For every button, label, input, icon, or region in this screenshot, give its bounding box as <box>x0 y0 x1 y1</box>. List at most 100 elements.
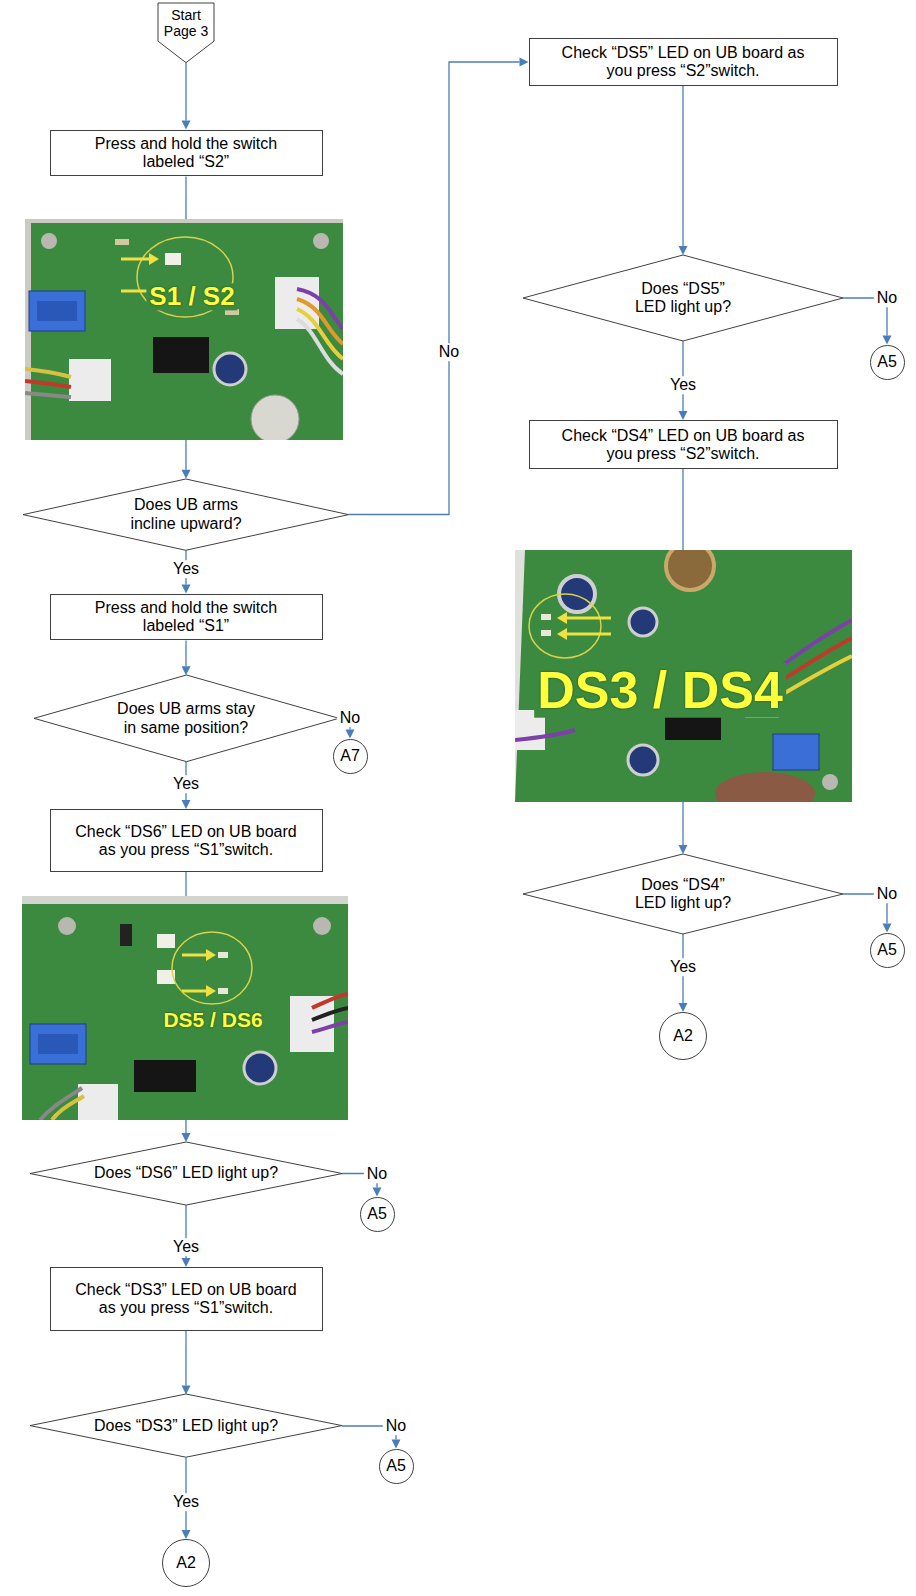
pointer-arrow <box>565 633 611 636</box>
node-text: Start Page 3 <box>163 7 209 39</box>
wire <box>312 1008 348 1020</box>
node-label: Does “DS3” LED light up? <box>91 1417 281 1435</box>
wire <box>297 309 343 359</box>
flow-connector <box>679 86 688 255</box>
node-text: Does “DS5” LED light up? <box>628 280 738 317</box>
edge-label: Yes <box>170 775 202 793</box>
finger <box>715 772 815 802</box>
arrowhead <box>679 411 688 420</box>
connector-line <box>185 63 186 121</box>
process-box: Check “DS6” LED on UB board as you press… <box>50 809 323 872</box>
arrowhead <box>520 58 529 67</box>
arrowhead <box>181 1133 190 1142</box>
node-text: Does “DS3” LED light up? <box>91 1417 281 1435</box>
ribbon-connector <box>30 1024 86 1064</box>
edge-label: Yes <box>667 376 699 394</box>
photo-ground <box>22 896 348 1120</box>
node-label: A5 <box>877 353 897 371</box>
connector-circle: A5 <box>379 1449 414 1484</box>
wire <box>25 369 71 377</box>
wire <box>25 393 71 397</box>
wire <box>297 319 343 374</box>
node-label: A2 <box>673 1027 693 1045</box>
connector-circle: A2 <box>659 1012 707 1060</box>
node-label: Press and hold the switch labeled “S2” <box>76 135 296 172</box>
arrowhead <box>883 924 892 933</box>
edge-label: No <box>337 709 363 727</box>
edge-label: Yes <box>170 1238 202 1256</box>
node-text: Does “DS4” LED light up? <box>628 876 738 913</box>
node-text: A5 <box>877 941 897 959</box>
node-label: Check “DS4” LED on UB board as you press… <box>554 426 812 463</box>
edge-label: No <box>436 343 462 361</box>
ribbon-connector <box>773 734 819 770</box>
highlight-ring <box>529 594 601 658</box>
decision-diamond: Does “DS5” LED light up? <box>523 255 843 341</box>
node-label: Press and hold the switch labeled “S1” <box>76 599 296 636</box>
decision-diamond: Does UB arms stay in same position? <box>34 675 339 762</box>
node-label: A5 <box>367 1205 387 1223</box>
edge-label: Yes <box>667 958 699 976</box>
decision-diamond: Does “DS3” LED light up? <box>30 1394 342 1457</box>
wire <box>40 1088 82 1120</box>
pointer-arrow <box>182 954 208 957</box>
node-label: Check “DS3” LED on UB board as you press… <box>70 1281 302 1318</box>
process-box: Check “DS5” LED on UB board as you press… <box>529 38 838 86</box>
connector-line <box>682 86 683 246</box>
node-text: A5 <box>386 1457 406 1475</box>
node-text: Check “DS6” LED on UB board as you press… <box>70 822 302 859</box>
wire <box>297 299 343 344</box>
arrowhead <box>181 1530 190 1539</box>
arrowhead <box>181 800 190 809</box>
node-text: A7 <box>340 747 360 765</box>
board-photo <box>25 219 343 440</box>
arrowhead <box>373 1188 382 1197</box>
wire <box>52 1096 84 1120</box>
wire <box>515 730 575 740</box>
arrowhead <box>181 585 190 594</box>
shape-outline-path <box>30 1142 342 1205</box>
led <box>541 614 551 620</box>
pointer-arrow <box>206 949 216 961</box>
pointer-arrow <box>557 612 567 624</box>
wire-connector <box>78 1084 118 1120</box>
led <box>218 952 228 958</box>
flow-connector <box>182 63 191 130</box>
switch <box>157 934 175 948</box>
arrowhead <box>883 336 892 345</box>
ribbon-connector-slot <box>37 301 77 321</box>
shape-outline-path <box>523 854 843 934</box>
toroid-coil <box>666 550 714 590</box>
node-label: Start Page 3 <box>163 7 209 39</box>
arrowhead <box>679 845 688 854</box>
capacitor <box>629 608 657 636</box>
node-label: Does UB arms stay in same position? <box>113 700 258 737</box>
arrowhead <box>679 246 688 255</box>
pointer-arrow <box>149 253 159 265</box>
node-label: A5 <box>877 941 897 959</box>
jumper <box>120 924 132 946</box>
pointer-arrow <box>206 985 216 997</box>
edge-label: Yes <box>170 1493 202 1511</box>
node-label: A5 <box>386 1457 406 1475</box>
switch <box>165 253 181 265</box>
edge-label: No <box>874 885 900 903</box>
connector-circle: A5 <box>870 345 905 380</box>
connector-line <box>185 640 186 666</box>
led <box>218 988 228 994</box>
node-label: Check “DS5” LED on UB board as you press… <box>554 44 812 81</box>
node-text: Does UB arms stay in same position? <box>113 700 258 737</box>
node-label: Does “DS4” LED light up? <box>628 876 738 913</box>
flow-connector <box>181 1331 190 1394</box>
led <box>541 630 551 636</box>
wire <box>312 994 348 1008</box>
node-text: Press and hold the switch labeled “S2” <box>76 135 296 172</box>
decision-diamond: Does “DS6” LED light up? <box>30 1142 342 1205</box>
node-text: A2 <box>673 1027 693 1045</box>
flow-connector <box>349 58 529 515</box>
arrowhead <box>182 121 191 130</box>
photo-callout: S1 / S2 <box>146 283 237 310</box>
capacitor <box>251 395 299 440</box>
shape-outline-path <box>30 1394 342 1457</box>
process-box: Check “DS3” LED on UB board as you press… <box>50 1267 323 1331</box>
